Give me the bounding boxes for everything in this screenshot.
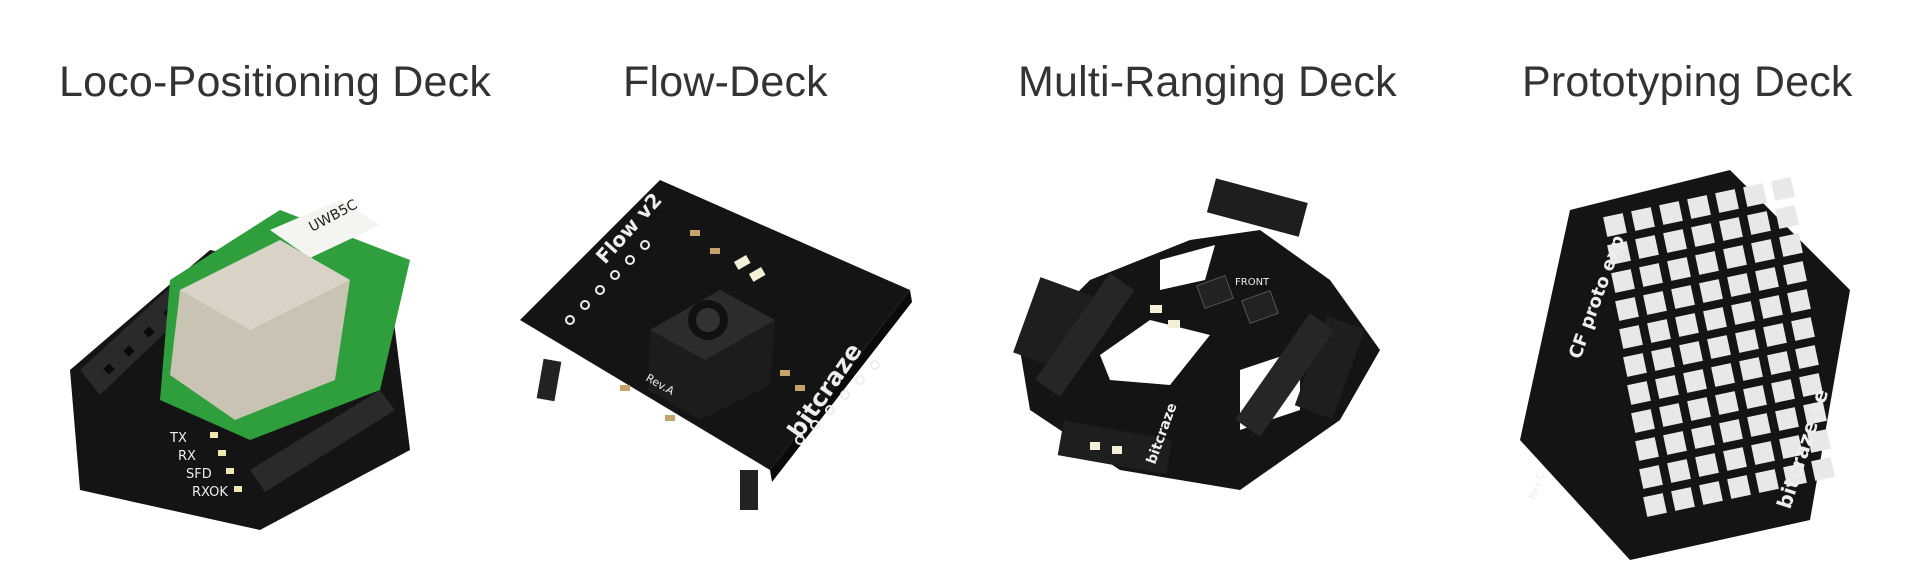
proto-pad [1755,469,1779,493]
proto-pad [1715,391,1739,415]
proto-pad [1687,195,1711,219]
prototyping-deck-image: CF proto exp bitcraze.se Rev.C [1520,170,1850,560]
proto-pad [1787,289,1811,313]
proto-pad [1631,207,1655,231]
proto-pad [1707,335,1731,359]
proto-pad [1643,291,1667,315]
module-label-sticker [270,200,380,258]
proto-pad [1803,401,1827,425]
proto-pad [1671,487,1695,511]
proto-pad [1699,481,1723,505]
proto-pad [1691,223,1715,247]
proto-pad [1711,363,1735,387]
proto-pad [1771,379,1795,403]
proto-pad [1763,323,1787,347]
proto-pad [1603,213,1627,237]
proto-pad [1791,317,1815,341]
proto-pad [1783,261,1807,285]
proto-pad [1811,457,1835,481]
proto-pad [1699,279,1723,303]
prototyping-deck-title: Prototyping Deck [1522,58,1853,106]
multi-ranging-deck-title: Multi-Ranging Deck [1018,58,1397,106]
proto-pad [1719,217,1743,241]
proto-pad [1663,431,1687,455]
proto-pad [1743,183,1767,207]
proto-pad [1691,425,1715,449]
proto-pad [1635,437,1659,461]
proto-pad [1807,429,1831,453]
proto-pad [1747,211,1771,235]
proto-pad [1635,235,1659,259]
proto-pad [1695,251,1719,275]
proto-pad [1775,407,1799,431]
proto-pad [1655,375,1679,399]
proto-pad [1739,357,1763,381]
proto-pad [1639,465,1663,489]
tx-label: TX [169,431,187,446]
proto-pad [1755,267,1779,291]
proto-pad [1723,245,1747,269]
loco-positioning-deck-title: Loco-Positioning Deck [59,58,492,106]
proto-pad [1727,475,1751,499]
proto-pad [1767,351,1791,375]
rx-label: RX [178,449,196,464]
proto-pad [1687,397,1711,421]
proto-pad [1771,177,1795,201]
proto-pad [1667,257,1691,281]
proto-pad [1627,381,1651,405]
rev-c-label: Rev.C [1527,471,1547,501]
proto-pad [1639,263,1663,287]
proto-pad [1651,347,1675,371]
sfd-label: SFD [186,467,212,482]
proto-pad [1619,325,1643,349]
proto-pad-grid [1603,177,1835,517]
proto-pad [1743,385,1767,409]
proto-pad [1719,419,1743,443]
proto-pad [1779,435,1803,459]
proto-pad [1667,459,1691,483]
proto-pad [1715,189,1739,213]
front-label: FRONT [1235,277,1270,288]
proto-pad [1611,269,1635,293]
rxok-label: RXOK [192,485,228,500]
proto-pad [1607,241,1631,265]
proto-pad [1731,301,1755,325]
proto-pad [1799,373,1823,397]
proto-pad [1679,341,1703,365]
proto-pad [1795,345,1819,369]
proto-pad [1643,493,1667,517]
proto-pad [1727,273,1751,297]
loco-positioning-deck-image: UWB5C TX RX SFD RXOK [70,197,410,530]
proto-pad [1695,453,1719,477]
proto-pad [1723,447,1747,471]
proto-pad [1747,413,1771,437]
proto-pad [1675,313,1699,337]
proto-pad [1735,329,1759,353]
proto-pad [1783,463,1807,487]
proto-pad [1659,201,1683,225]
proto-pad [1659,403,1683,427]
flow-deck-title: Flow-Deck [623,58,828,106]
proto-pad [1759,295,1783,319]
proto-pad [1647,319,1671,343]
proto-pad [1623,353,1647,377]
proto-pad [1751,441,1775,465]
proto-pad [1683,369,1707,393]
proto-pad [1631,409,1655,433]
proto-pad [1779,233,1803,257]
proto-pad [1703,307,1727,331]
proto-pad [1775,205,1799,229]
proto-pad [1671,285,1695,309]
proto-pad [1663,229,1687,253]
flow-deck-image: Flow v2 bitcraze Rev.A [520,180,912,510]
multi-ranging-deck-image: FRONT bitcraze [1013,178,1380,490]
proto-pad [1751,239,1775,263]
proto-pad [1615,297,1639,321]
